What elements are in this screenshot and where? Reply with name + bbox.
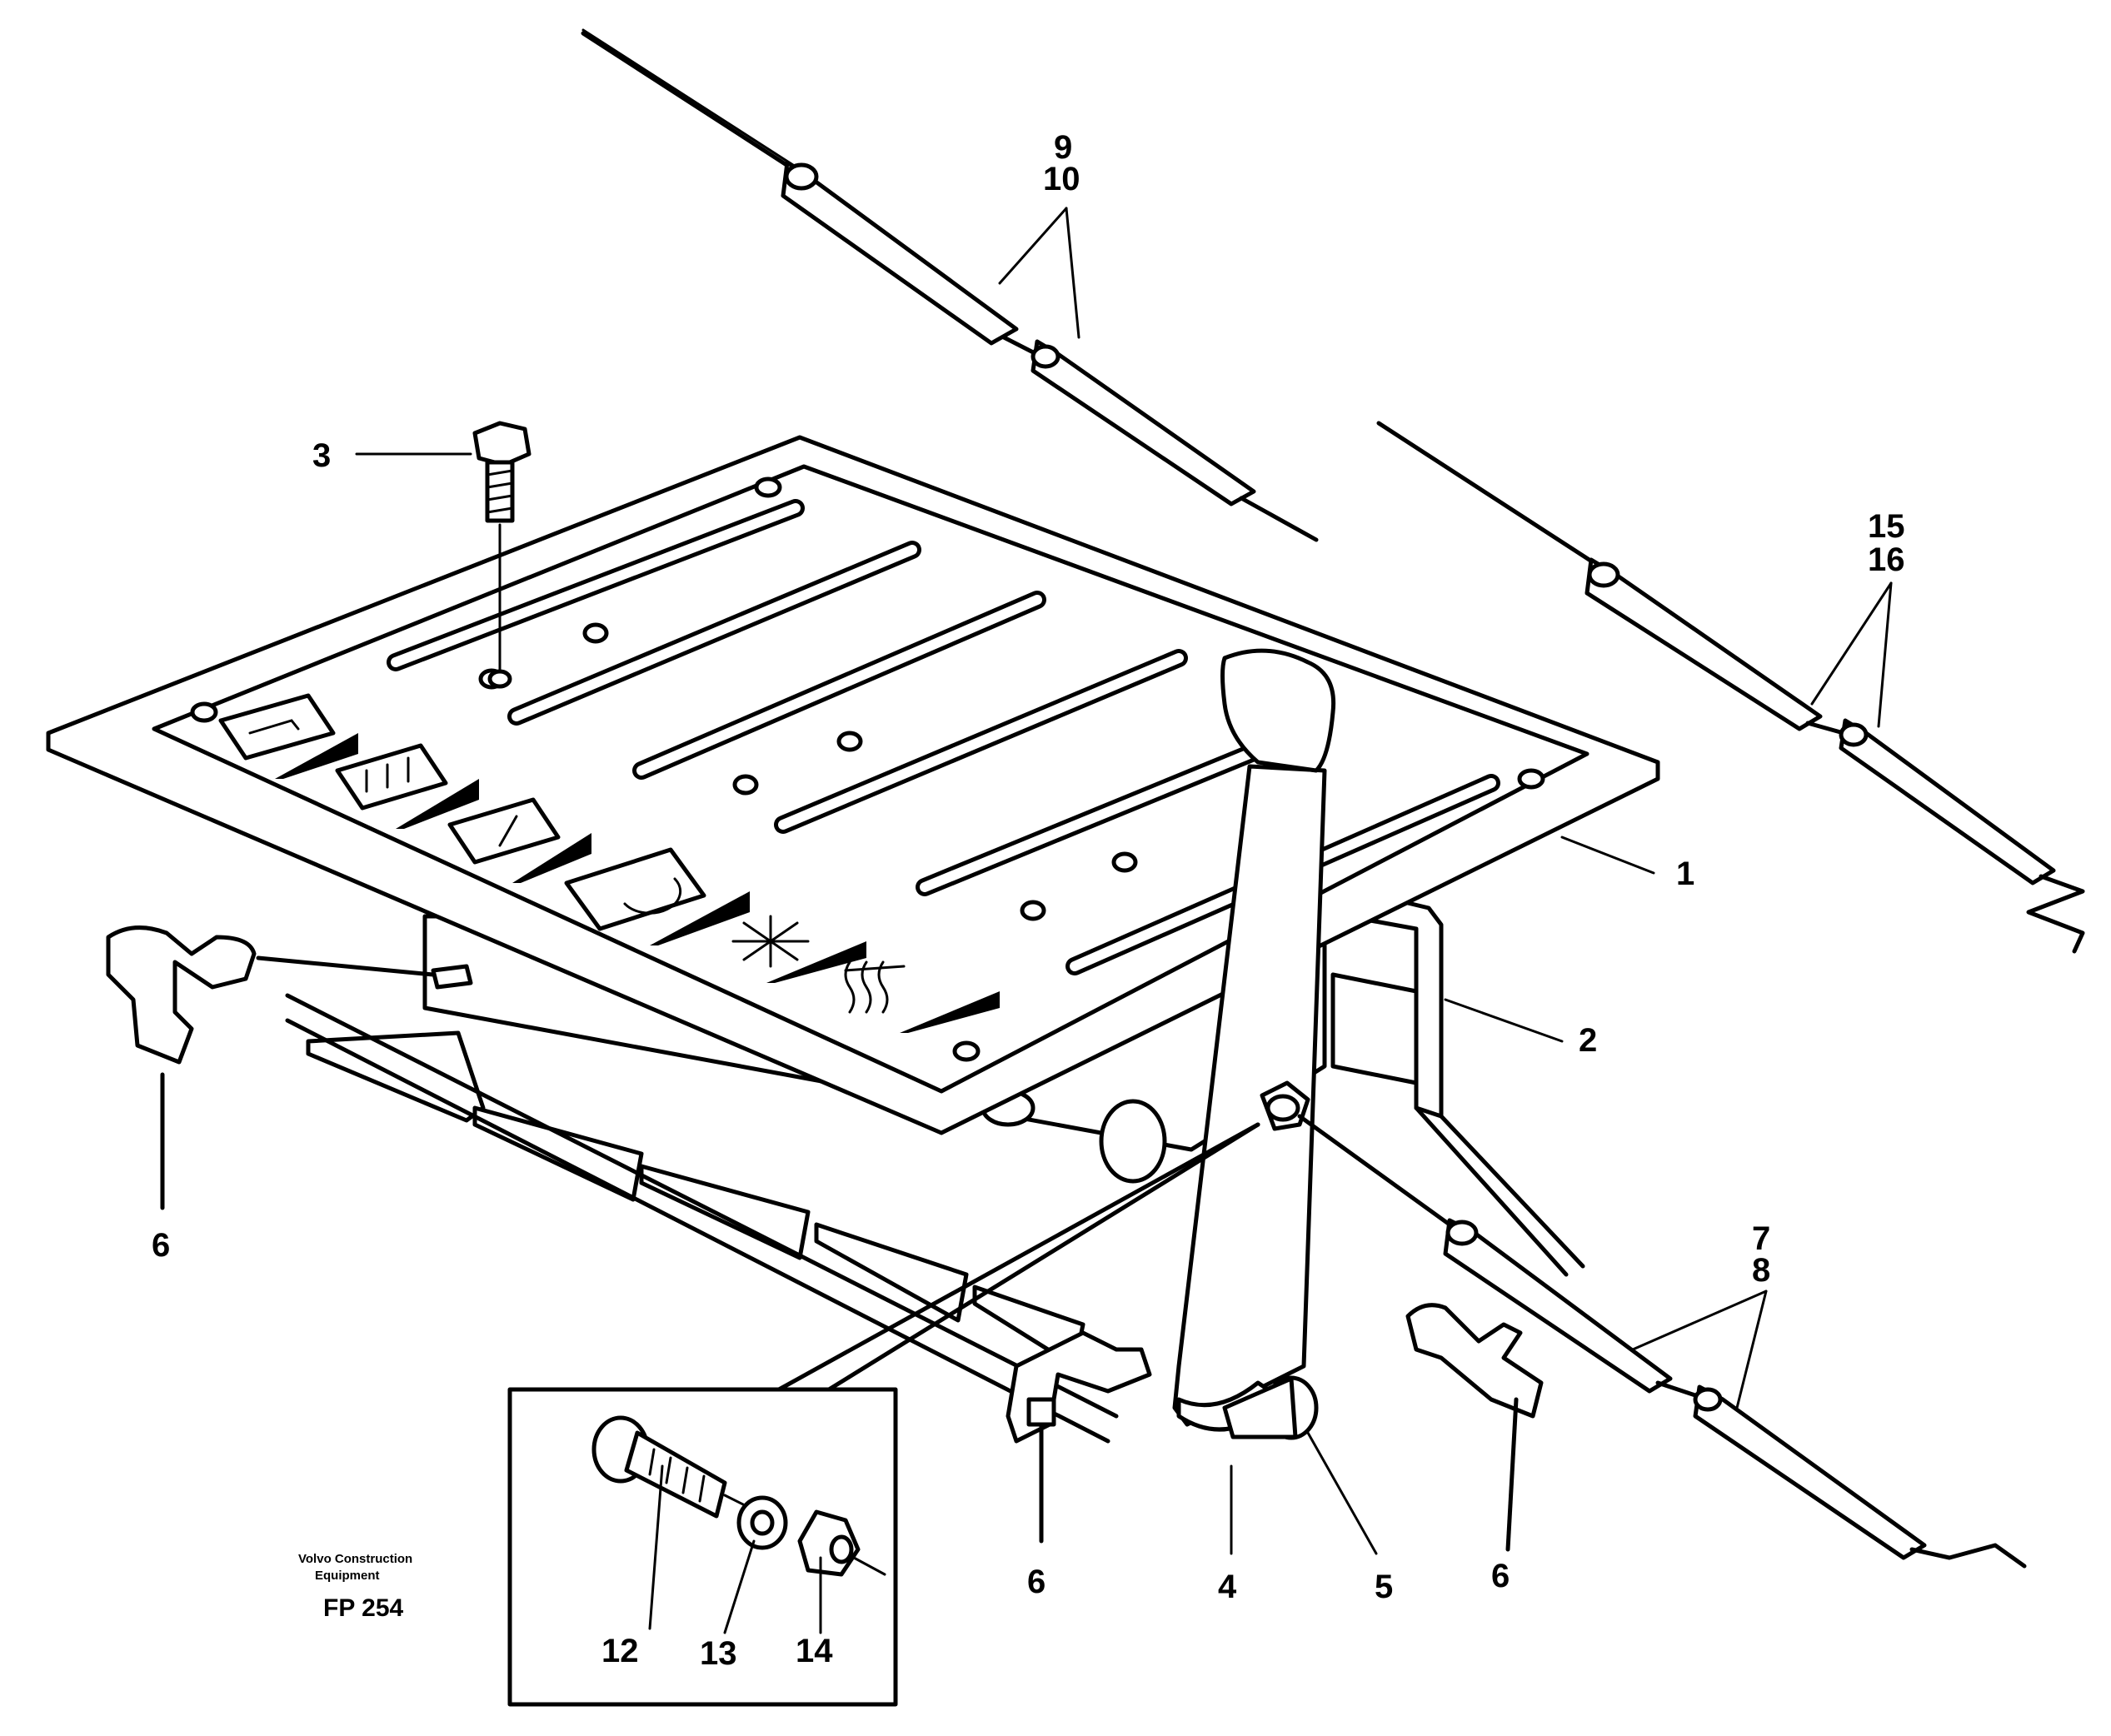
callout-10: 10 bbox=[1043, 161, 1080, 197]
cable-clip-left bbox=[106, 925, 473, 1210]
callout-6-right: 6 bbox=[1491, 1558, 1510, 1594]
bolt-3 bbox=[472, 421, 531, 689]
callout-16: 16 bbox=[1868, 541, 1905, 578]
callout-8: 8 bbox=[1752, 1252, 1770, 1289]
callout-15: 15 bbox=[1868, 508, 1905, 545]
callout-4: 4 bbox=[1218, 1569, 1237, 1605]
callout-6-left: 6 bbox=[152, 1227, 170, 1264]
nut-14 bbox=[797, 1509, 886, 1577]
cable-clip-middle bbox=[1006, 1330, 1319, 1544]
leader-lines bbox=[355, 207, 1893, 1634]
washer-13 bbox=[736, 1495, 788, 1550]
arrow-right-icon bbox=[218, 693, 358, 779]
callout-5: 5 bbox=[1375, 1569, 1393, 1605]
credit-block: Volvo Construction Equipment FP 254 bbox=[298, 1552, 412, 1622]
credit-line-1: Volvo Construction bbox=[298, 1552, 412, 1566]
cable-clip-right bbox=[1405, 1303, 1544, 1552]
credit-line-2: Equipment bbox=[315, 1569, 380, 1583]
snowflake-icon bbox=[731, 915, 866, 983]
callout-labels: 1 2 3 4 5 6 6 6 7 8 9 10 12 13 14 15 16 bbox=[152, 129, 1905, 1672]
recirculation-icon bbox=[564, 847, 750, 945]
detail-inset bbox=[507, 1122, 1260, 1707]
flap-strips bbox=[285, 993, 1119, 1444]
figure-id: FP 254 bbox=[323, 1594, 403, 1622]
control-cable-right bbox=[1376, 421, 2085, 954]
callout-12: 12 bbox=[601, 1633, 639, 1669]
control-cable-upper bbox=[581, 28, 1319, 542]
control-cable-lower bbox=[1260, 1080, 2027, 1569]
callout-14: 14 bbox=[796, 1633, 833, 1669]
callout-1: 1 bbox=[1676, 856, 1694, 892]
callout-2: 2 bbox=[1579, 1022, 1597, 1059]
defrost-heat-icon bbox=[844, 960, 1000, 1033]
callout-13: 13 bbox=[700, 1635, 737, 1672]
arrow-down-icon bbox=[447, 797, 591, 883]
callout-9: 9 bbox=[1054, 129, 1072, 166]
callout-7: 7 bbox=[1752, 1220, 1770, 1257]
callout-3: 3 bbox=[312, 437, 331, 474]
bolt-12 bbox=[591, 1415, 727, 1519]
mounting-bracket bbox=[1322, 880, 1585, 1277]
triple-arrow-up-icon bbox=[335, 743, 479, 829]
callout-6-middle: 6 bbox=[1027, 1564, 1046, 1600]
